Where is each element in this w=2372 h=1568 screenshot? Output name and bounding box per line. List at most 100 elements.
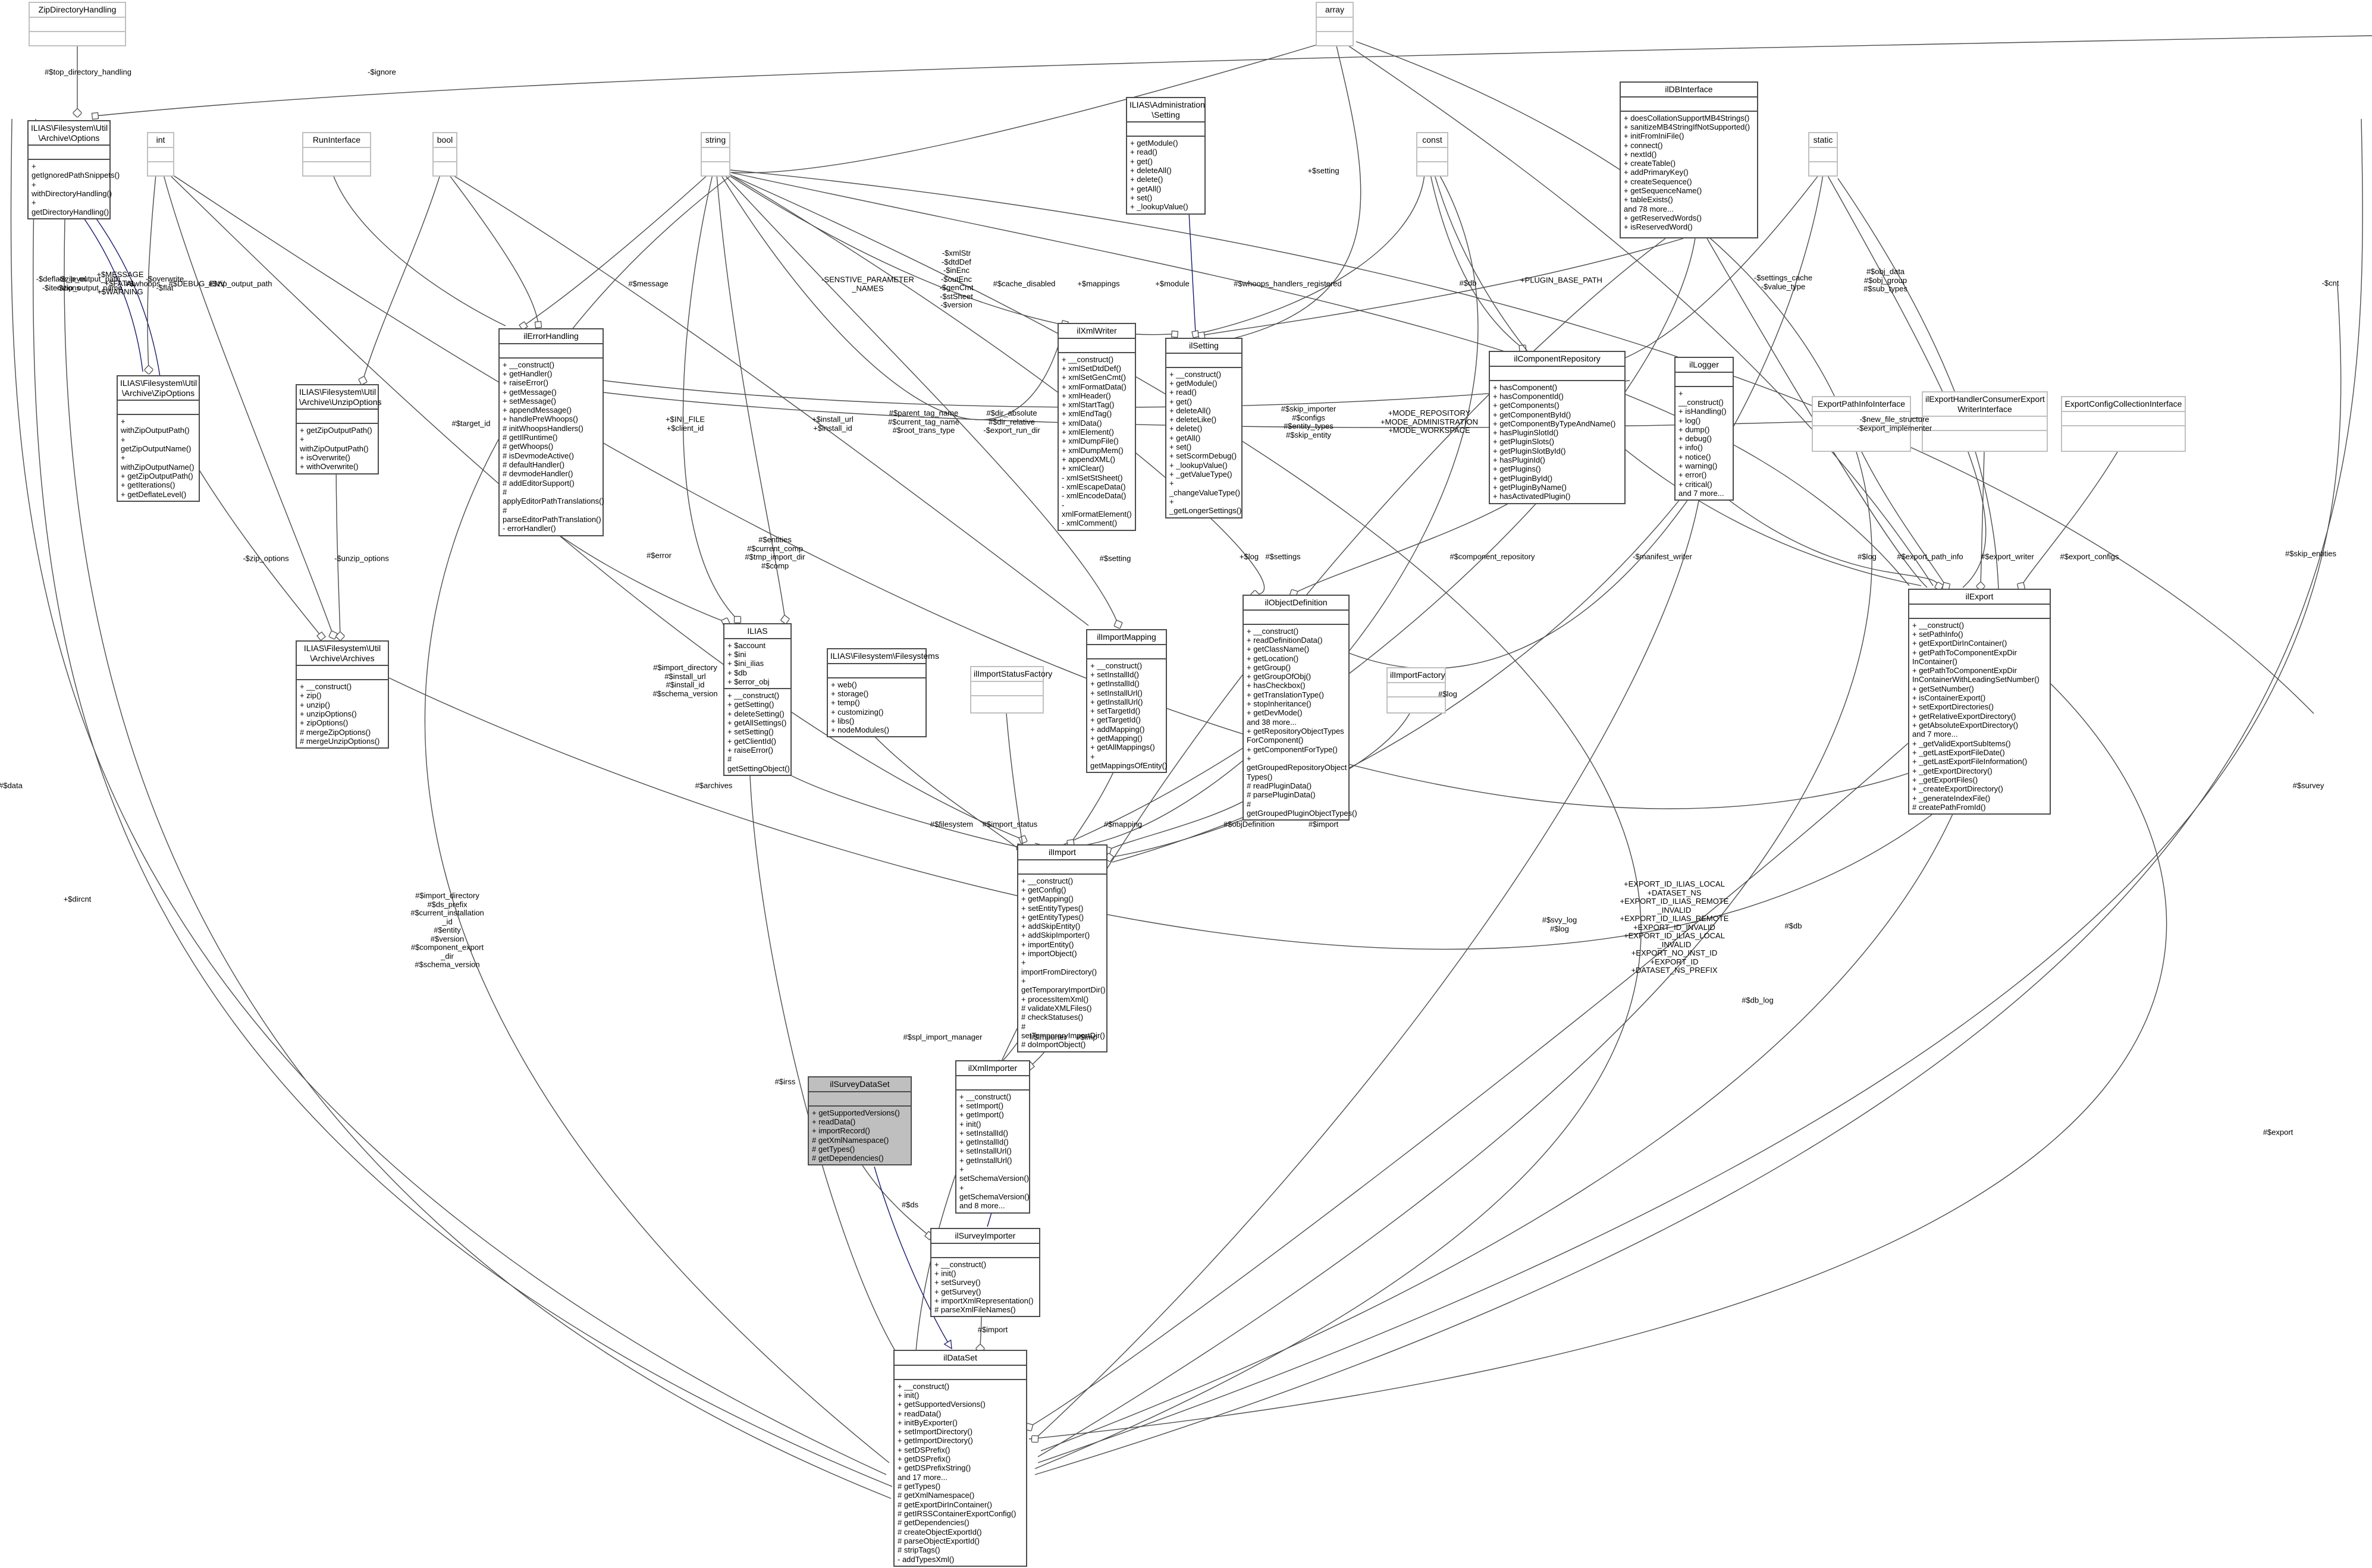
edge-label-zip_options: -$zip_options: [243, 554, 289, 563]
uml-class-ilias-filesystem-filesystems[interactable]: ILIAS\Filesystem\Filesystems+ web() + st…: [827, 648, 939, 738]
edge-label-export_configs: #$export_configs: [2060, 552, 2119, 561]
uml-class-title: ilImportStatusFactory: [971, 667, 1052, 682]
uml-class-title: ilLogger: [1676, 358, 1733, 373]
uml-class-attributes: [297, 410, 378, 425]
uml-class-ildataset[interactable]: ilDataSet + __construct() + init() + getS…: [893, 1350, 1027, 1567]
uml-class-title: bool: [434, 133, 456, 148]
uml-class-attributes: [1490, 367, 1624, 381]
uml-class-ilxmlwriter[interactable]: ilXmlWriter+ __construct() + xmlSetDtdDe…: [1058, 323, 1136, 531]
uml-class-array[interactable]: array: [1316, 2, 1354, 46]
uml-class-title: ilImportMapping: [1087, 630, 1166, 645]
uml-class-title: ilErrorHandling: [500, 329, 603, 344]
uml-class-attributes: [1909, 605, 2050, 619]
uml-class-operations: [434, 162, 456, 175]
edge-label-message: #$message: [628, 279, 669, 288]
uml-class-operations: + getIgnoredPathSnippets() + withDirecto…: [32, 162, 120, 216]
uml-class-ilias[interactable]: ILIAS+ $account + $ini + $ini_ilias + $d…: [723, 623, 792, 777]
uml-class-ilsetting[interactable]: ilSetting+ __construct() + getModule() +…: [1165, 338, 1243, 519]
edge-label-survey_right: #$survey: [2292, 781, 2324, 790]
uml-class-title: ilXmlImporter: [956, 1061, 1029, 1076]
uml-class-runinterface[interactable]: RunInterface: [302, 132, 371, 177]
uml-class-ildbinterface[interactable]: ilDBInterface+ doesCollationSupportMB4St…: [1620, 81, 1758, 238]
uml-class-title: ExportConfigCollectionInterface: [2062, 397, 2185, 412]
edge-label-import_right: #$import: [1308, 819, 1339, 829]
uml-class-zipdirectoryhandling[interactable]: ZipDirectoryHandling: [29, 2, 126, 46]
uml-class-attributes: [1621, 98, 1757, 112]
edge-label-zip_output_path2: #$zip_output_path: [208, 279, 272, 288]
uml-class-operations: + __construct() + init() + getSupportedV…: [898, 1381, 1016, 1564]
uml-class-ilimportstatusfactory[interactable]: ilImportStatusFactory: [970, 666, 1052, 714]
uml-class-title: string: [702, 133, 729, 148]
uml-class-attributes: [1087, 645, 1166, 659]
uml-class-operations: + __construct() + readDefinitionData() +…: [1247, 626, 1357, 818]
uml-class-attributes: [1059, 339, 1135, 353]
uml-class-ilexporthandlerconsumerexportwriterinterface[interactable]: ilExportHandlerConsumerExport WriterInte…: [1922, 391, 2048, 452]
uml-class-ilimport[interactable]: ilImport+ __construct() + getConfig() + …: [1017, 844, 1107, 1052]
uml-class-string[interactable]: string: [701, 132, 730, 177]
uml-class-ilerrorhandling[interactable]: ilErrorHandling + __construct() + getHand…: [498, 328, 604, 536]
edge-label-spl_import_manager: #$spl_import_manager: [903, 1032, 983, 1042]
uml-class-ilimportmapping[interactable]: ilImportMapping+ __construct() + setInst…: [1086, 629, 1167, 774]
edge-label-sensitive_parameter_names: -SENSTIVE_PARAMETER _NAMES: [821, 275, 914, 293]
uml-class-title: static: [1809, 133, 1837, 148]
uml-class-ilsurveyimporter[interactable]: ilSurveyImporter+ __construct() + init()…: [930, 1228, 1040, 1318]
edge-label-install_url_id: +$install_url +$install_id: [812, 414, 854, 432]
edge-label-filesystem: #$filesystem: [930, 819, 974, 829]
uml-class-ilias-filesystem-util-archive-archives[interactable]: ILIAS\Filesystem\Util \Archive\Archives+…: [296, 640, 389, 749]
uml-class-ilexport[interactable]: ilExport+ __construct() + setPathInfo() …: [1908, 589, 2051, 815]
uml-class-operations: + __construct() + getSetting() + deleteS…: [727, 691, 790, 773]
edge-label-import_directory: #$import_directory #$install_url #$insta…: [652, 662, 718, 698]
uml-class-title: int: [148, 133, 173, 148]
edge-label-plugin_base_path: +PLUGIN_BASE_PATH: [1520, 275, 1602, 285]
uml-class-operations: + hasComponent() + hasComponentId() + ge…: [1493, 382, 1616, 501]
uml-class-ilcomponentrepository[interactable]: ilComponentRepository+ hasComponent() + …: [1489, 351, 1626, 504]
uml-class-ilobjectdefinition[interactable]: ilObjectDefinition+ __construct() + read…: [1243, 595, 1357, 821]
uml-class-operations: + withZipOutputPath() + getZipOutputName…: [121, 417, 194, 499]
uml-class-attributes: [828, 664, 925, 678]
uml-class-ilias-administration-setting[interactable]: ILIAS\Administration \Setting+ getModule…: [1126, 97, 1206, 215]
uml-class-ilxmlimporter[interactable]: ilXmlImporter + __construct() + setImport…: [955, 1060, 1030, 1214]
uml-class-ilsurveydataset[interactable]: ilSurveyDataSet+ getSupportedVersions() …: [808, 1076, 912, 1166]
uml-class-const[interactable]: const: [1416, 132, 1448, 177]
uml-class-operations: [2062, 426, 2185, 439]
uml-class-title: ilSetting: [1166, 339, 1241, 354]
uml-class-operations: [1317, 32, 1353, 45]
uml-class-attributes: [1813, 412, 1910, 426]
uml-class-ilias-filesystem-util-archive-unzipoptions[interactable]: ILIAS\Filesystem\Util \Archive\UnzipOpti…: [296, 384, 382, 475]
uml-class-attributes: [297, 666, 388, 681]
uml-class-ilias-filesystem-util-archive-options[interactable]: ILIAS\Filesystem\Util \Archive\Options+ …: [27, 120, 120, 219]
uml-class-exportconfigcollectioninterface[interactable]: ExportConfigCollectionInterface: [2061, 396, 2186, 452]
uml-class-bool[interactable]: bool: [432, 132, 457, 177]
uml-class-operations: + __construct() + getHandler() + raiseEr…: [503, 360, 604, 533]
uml-class-attributes: [500, 344, 603, 359]
uml-class-attributes: [1923, 417, 2047, 432]
uml-class-operations: + __construct() + getConfig() + getMappi…: [1021, 876, 1106, 1049]
uml-class-illogger[interactable]: ilLogger+ __construct() + isHandling() +…: [1674, 357, 1734, 501]
edge-label-target_id: #$target_id: [451, 419, 491, 428]
uml-class-operations: [1923, 431, 2047, 444]
edge-label-unzip_options: -$unzip_options: [334, 554, 389, 563]
uml-class-title: RunInterface: [303, 133, 370, 148]
uml-class-operations: [1388, 697, 1445, 711]
uml-class-ilimportfactory[interactable]: ilImportFactory: [1386, 667, 1446, 714]
uml-class-operations: + __construct() + setImport() + getImpor…: [959, 1092, 1030, 1211]
uml-class-static[interactable]: static: [1808, 132, 1838, 177]
uml-class-title: ilSurveyDataSet: [809, 1077, 911, 1092]
uml-class-attributes: [956, 1076, 1029, 1091]
uml-class-ilias-filesystem-util-archive-zipoptions[interactable]: ILIAS\Filesystem\Util \Archive\ZipOption…: [117, 375, 200, 502]
uml-class-title: const: [1417, 133, 1447, 148]
uml-class-attributes: [702, 148, 729, 162]
edge-label-mappings: +$mappings: [1077, 279, 1120, 288]
uml-class-operations: + doesCollationSupportMB4Strings() + san…: [1624, 113, 1750, 232]
uml-class-exportpathinfointerface[interactable]: ExportPathInfoInterface: [1812, 396, 1911, 452]
uml-class-title: ilXmlWriter: [1059, 324, 1135, 339]
edge-label-ini_file_client_id: +$INI_FILE +$client_id: [665, 414, 705, 432]
uml-class-title: ilDataSet: [895, 1351, 1026, 1366]
edge-label-overwrite_flat: -$overwrite -$flat: [145, 274, 184, 292]
edge-label-setting_mid: #$setting: [1099, 554, 1131, 563]
edge-label-entities_current_comp: #$entities #$current_comp #$tmp_import_d…: [745, 535, 805, 570]
uml-class-int[interactable]: int: [147, 132, 174, 177]
uml-class-operations: [702, 162, 729, 175]
uml-class-operations: + __construct() + init() + setSurvey() +…: [934, 1259, 1034, 1315]
edge-label-error: #$error: [647, 551, 672, 560]
